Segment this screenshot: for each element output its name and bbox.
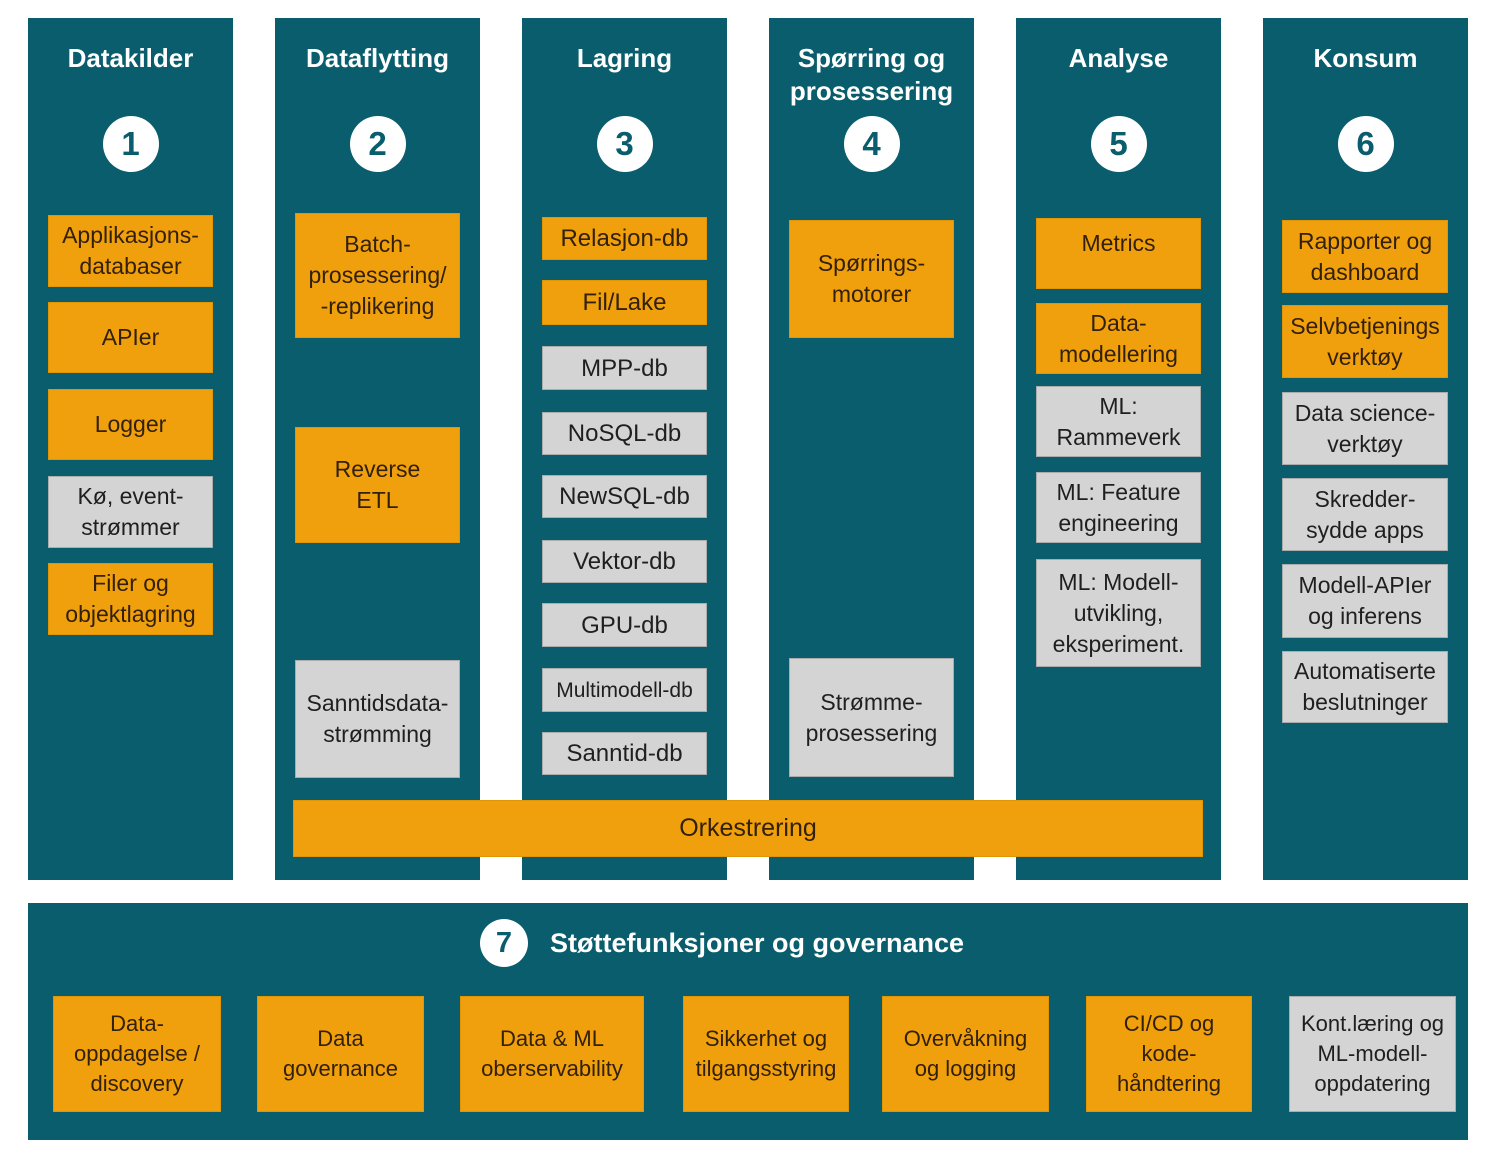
- box-nosql-db: NoSQL-db: [542, 412, 707, 455]
- box-data-oppdagelse-discovery: Data- oppdagelse / discovery: [53, 996, 221, 1112]
- governance-boxes: Data- oppdagelse / discovery Data governa…: [28, 903, 1468, 1140]
- step-4-circle: 4: [843, 116, 900, 172]
- step-number: 2: [368, 125, 387, 162]
- column-title: Konsum: [1313, 43, 1418, 73]
- column-title: Analyse: [1068, 43, 1169, 73]
- box-ml-rammeverk: ML: Rammeverk: [1036, 386, 1201, 457]
- box-data-ml-oberservability: Data & ML oberservability: [460, 996, 644, 1112]
- box-gpu-db: GPU-db: [542, 603, 707, 647]
- box-data-governance: Data governance: [257, 996, 424, 1112]
- box-automatiserte-beslutninger: Automatiserte beslutninger: [1282, 651, 1448, 723]
- box-logger: Logger: [48, 389, 213, 460]
- box-reverse-etl: Reverse ETL: [295, 427, 460, 543]
- box-multimodell-db: Multimodell-db: [542, 668, 707, 712]
- box-relasjon-db: Relasjon-db: [542, 217, 707, 260]
- orchestration-bar: Orkestrering: [293, 800, 1203, 857]
- column-title: Lagring: [576, 43, 673, 73]
- step-number: 1: [121, 125, 140, 162]
- box-vektor-db: Vektor-db: [542, 540, 707, 583]
- box-rapporter-og-dashboard: Rapporter og dashboard: [1282, 220, 1448, 293]
- box-selvbetjenings-verktøy: Selvbetjenings verktøy: [1282, 305, 1448, 378]
- box-newsql-db: NewSQL-db: [542, 475, 707, 518]
- step-6-circle: 6: [1337, 116, 1394, 172]
- box-filer-og-objektlagring: Filer og objektlagring: [48, 563, 213, 635]
- box-ml-feature-engineering: ML: Feature engineering: [1036, 472, 1201, 543]
- step-number: 4: [862, 125, 881, 162]
- column-title: Spørring og prosessering: [789, 43, 954, 106]
- box-strømme-prosessering: Strømme- prosessering: [789, 658, 954, 777]
- box-skredder-sydde-apps: Skredder- sydde apps: [1282, 478, 1448, 551]
- box-ml-modell-utvikling-eksperiment: ML: Modell- utvikling, eksperiment.: [1036, 559, 1201, 667]
- box-data-science-verktøy: Data science- verktøy: [1282, 392, 1448, 465]
- step-5-circle: 5: [1090, 116, 1147, 172]
- box-ci-cd-og-kode-håndtering: CI/CD og kode- håndtering: [1086, 996, 1252, 1112]
- orchestration-label: Orkestrering: [679, 814, 817, 842]
- box-data-modellering: Data- modellering: [1036, 303, 1201, 374]
- box-overvåkning-og-logging: Overvåkning og logging: [882, 996, 1049, 1112]
- governance-title: Støttefunksjoner og governance: [550, 928, 965, 958]
- box-spørrings-motorer: Spørrings- motorer: [789, 220, 954, 338]
- box-applikasjons-databaser: Applikasjons- databaser: [48, 215, 213, 287]
- box-sanntidsdata-strømming: Sanntidsdata- strømming: [295, 660, 460, 778]
- box-modell-apier-og-inferens: Modell-APIer og inferens: [1282, 564, 1448, 638]
- column-title: Dataflytting: [306, 43, 449, 73]
- box-mpp-db: MPP-db: [542, 346, 707, 390]
- box-batch-prosessering-replikering: Batch- prosessering/ -replikering: [295, 213, 460, 338]
- step-7-circle: 7: [480, 919, 528, 967]
- step-number: 6: [1356, 125, 1375, 162]
- step-number: 5: [1109, 125, 1128, 162]
- step-1-circle: 1: [102, 116, 159, 172]
- governance-section: 7 Støttefunksjoner og governance Data- o…: [28, 903, 1468, 1140]
- box-apier: APIer: [48, 302, 213, 373]
- step-3-circle: 3: [596, 116, 653, 172]
- box-metrics: Metrics: [1036, 218, 1201, 289]
- box-sikkerhet-og-tilgangsstyring: Sikkerhet og tilgangsstyring: [683, 996, 849, 1112]
- column-title: Datakilder: [67, 43, 194, 73]
- step-number: 3: [615, 125, 634, 162]
- step-7-number: 7: [495, 926, 513, 959]
- box-kont-læring-og-ml-modell-oppdatering: Kont.læring og ML-modell- oppdatering: [1289, 996, 1456, 1112]
- box-sanntid-db: Sanntid-db: [542, 732, 707, 775]
- step-2-circle: 2: [349, 116, 406, 172]
- box-kø-event-strømmer: Kø, event- strømmer: [48, 476, 213, 548]
- box-fil-lake: Fil/Lake: [542, 280, 707, 325]
